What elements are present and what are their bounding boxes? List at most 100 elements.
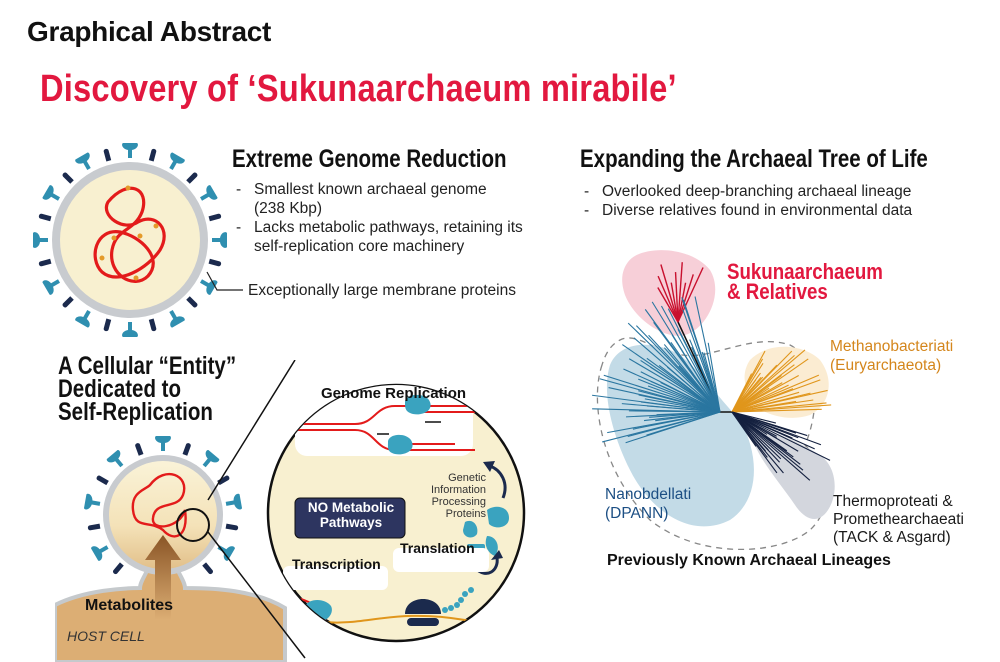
branch-sukunaarchaeum: [657, 287, 679, 323]
membrane-proteins: [83, 436, 243, 575]
bullet-line: Smallest known archaeal genome: [254, 181, 487, 198]
branch-methanobacteriati: [731, 375, 799, 413]
branch-thermoproteati: [731, 411, 757, 447]
clade-label-thermoproteati: Thermoproteati & Promethearchaeati (TACK…: [833, 493, 964, 547]
clade-shade-nanobdellati: [606, 344, 754, 527]
branch-thermoproteati: [731, 411, 811, 481]
large-membrane-protein: [106, 449, 124, 468]
clade-label-line: Nanobdellati: [605, 486, 692, 503]
genome-reduction-bullets: Smallest known archaeal genome(238 Kbp) …: [232, 180, 523, 256]
branch-nanobdellati: [628, 410, 721, 413]
tree-bullets: Overlooked deep-branching archaeal linea…: [580, 182, 912, 220]
gip-line: Proteins: [445, 508, 486, 520]
clade-label-line: (Euryarchaeota): [830, 357, 942, 374]
small-membrane-protein: [182, 443, 191, 456]
large-membrane-protein: [169, 152, 185, 170]
branch-nanobdellati: [608, 387, 721, 413]
small-membrane-protein: [113, 562, 124, 575]
clade-label-methanobacteriati: Methanobacteriati (Euryarchaeota): [830, 337, 953, 375]
membrane-proteins: [33, 143, 227, 337]
translation-label-bg: [393, 548, 489, 572]
small-membrane-protein: [103, 318, 112, 332]
transcription-label: Transcription: [292, 556, 381, 572]
branch-nanobdellati: [607, 411, 721, 434]
cytoplasm: [109, 461, 217, 569]
large-membrane-protein: [91, 545, 109, 561]
phylogenetic-tree: [592, 250, 835, 550]
small-membrane-protein: [148, 318, 157, 332]
clade-label-nanobdellati: Nanobdellati (DPANN): [605, 485, 691, 523]
branch-nanobdellati: [621, 403, 721, 413]
clade-label-line: (DPANN): [605, 505, 669, 522]
membrane-protein-callout: Exceptionally large membrane proteins: [248, 282, 516, 299]
branch-nanobdellati: [663, 344, 721, 413]
branch-nanobdellati: [628, 358, 721, 413]
clade-label-line: Promethearchaeati: [833, 511, 964, 528]
no-metabolic-line: NO Metabolic: [307, 500, 395, 515]
branch-methanobacteriati: [731, 358, 809, 413]
metabolite-arrow: [145, 535, 181, 620]
small-membrane-protein: [62, 296, 74, 308]
entity-title-line: Self-Replication: [58, 398, 213, 426]
branch-sukunaarchaeum: [677, 267, 704, 323]
tree-heading: Expanding the Archaeal Tree of Life: [580, 145, 928, 173]
large-membrane-protein: [33, 232, 48, 248]
branch-methanobacteriati: [731, 349, 806, 413]
branch-nanobdellati: [667, 308, 721, 413]
genome-replication-label: Genome Replication: [321, 385, 467, 402]
branch-thermoproteati: [731, 411, 793, 439]
small-membrane-protein: [38, 213, 52, 222]
bullet-item: Overlooked deep-branching archaeal linea…: [580, 182, 912, 201]
small-membrane-protein: [208, 213, 222, 222]
clade-label-line: Thermoproteati &: [833, 493, 953, 510]
bullet-line: Lacks metabolic pathways, retaining its: [254, 219, 523, 236]
branch-methanobacteriati: [731, 391, 800, 413]
branch-nanobdellati: [660, 305, 721, 413]
clade-label-line: Sukunaarchaeum: [727, 259, 883, 284]
gip-label: Genetic Information Processing Proteins: [412, 472, 486, 520]
translation-label: Translation: [400, 540, 475, 556]
clade-label-sukunaarchaeum: Sukunaarchaeum & Relatives: [727, 259, 883, 303]
branch-methanobacteriati: [731, 350, 793, 413]
small-membrane-protein: [148, 148, 157, 162]
zoom-connector-lines: [207, 360, 306, 659]
branch-sukunaarchaeum: [677, 262, 683, 323]
branch-sukunaarchaeum: [660, 264, 679, 323]
large-membrane-protein: [169, 310, 185, 328]
zoomed-cell-interior: [266, 383, 526, 643]
bullet-item: Diverse relatives found in environmental…: [580, 201, 912, 220]
host-attached-cell-illustration: [55, 436, 287, 662]
callout-leader-line: [206, 271, 243, 291]
branch-sukunaarchaeum: [657, 275, 679, 323]
large-membrane-protein: [42, 185, 60, 201]
branch-nanobdellati: [627, 322, 721, 413]
small-membrane-protein: [202, 562, 213, 575]
genome-reduction-heading: Extreme Genome Reduction: [232, 145, 507, 173]
large-membrane-protein: [155, 436, 171, 451]
small-membrane-protein: [186, 172, 198, 184]
gip-line: Processing: [431, 496, 486, 508]
branch-nanobdellati: [656, 411, 721, 416]
branch-methanobacteriati: [731, 404, 832, 413]
genome-markers: [99, 185, 159, 281]
branch-nanobdellati: [599, 378, 721, 413]
known-lineages-caption: Previously Known Archaeal Lineages: [607, 552, 891, 569]
branch-methanobacteriati: [731, 374, 820, 413]
polymerase-bottom: [387, 434, 413, 455]
small-membrane-protein: [103, 148, 112, 162]
tree-branches: [592, 262, 832, 481]
clade-label-line: Methanobacteriati: [830, 338, 954, 355]
large-membrane-protein: [122, 322, 138, 337]
large-membrane-protein: [122, 143, 138, 158]
small-membrane-protein: [87, 523, 101, 531]
bullet-item: Lacks metabolic pathways, retaining its s…: [232, 218, 523, 256]
small-membrane-protein: [208, 258, 222, 267]
small-membrane-protein: [62, 172, 74, 184]
branch-nanobdellati: [603, 374, 721, 413]
no-metabolic-pathways-label: NO Metabolic Pathways: [297, 500, 405, 530]
peptide-chain: [442, 587, 474, 613]
branch-sukunaarchaeum: [677, 282, 687, 323]
zoom-focus-circle: [176, 508, 210, 542]
bullet-line: self-replication core machinery: [254, 238, 465, 255]
known-lineages-dashed-outline: [596, 337, 827, 550]
